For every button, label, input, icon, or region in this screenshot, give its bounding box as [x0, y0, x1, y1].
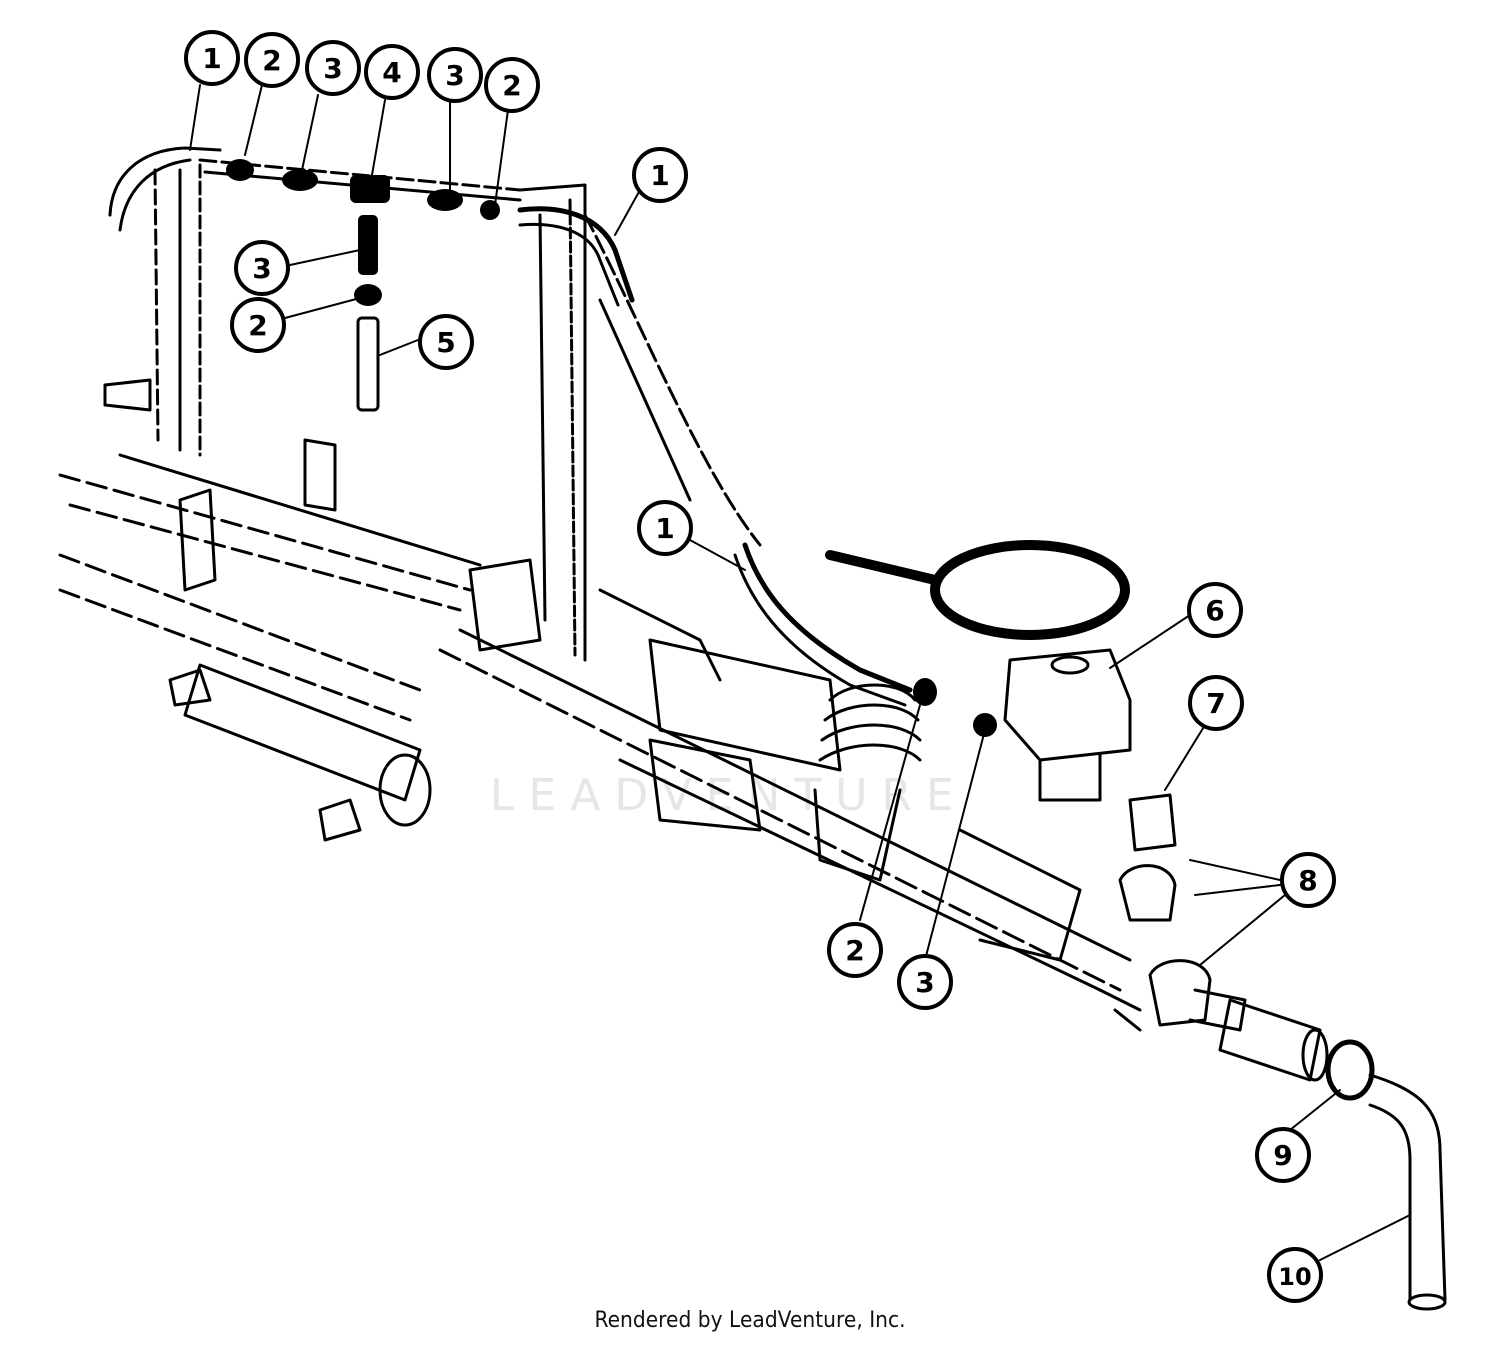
svg-text:8: 8 — [1298, 864, 1317, 897]
callouts: 1 2 3 4 3 2 1 3 — [184, 30, 1336, 1303]
callout-18[interactable]: 10 — [1267, 1247, 1323, 1303]
svg-text:2: 2 — [502, 69, 521, 102]
callout-2[interactable]: 2 — [244, 32, 300, 88]
svg-text:3: 3 — [915, 966, 934, 999]
render-credit: Rendered by LeadVenture, Inc. — [594, 1308, 906, 1333]
svg-text:6: 6 — [1205, 594, 1224, 627]
svg-text:7: 7 — [1206, 687, 1225, 720]
svg-text:1: 1 — [655, 512, 674, 545]
svg-text:2: 2 — [248, 309, 267, 342]
svg-text:3: 3 — [445, 59, 464, 92]
callout-13[interactable]: 7 — [1188, 675, 1244, 731]
callout-8[interactable]: 3 — [234, 240, 290, 296]
svg-text:2: 2 — [845, 934, 864, 967]
callout-12[interactable]: 6 — [1187, 582, 1243, 638]
svg-text:3: 3 — [323, 52, 342, 85]
callout-1[interactable]: 1 — [184, 30, 240, 86]
svg-text:5: 5 — [436, 326, 455, 359]
frame-drawing — [58, 84, 1447, 1311]
svg-text:9: 9 — [1273, 1139, 1292, 1172]
callout-17[interactable]: 9 — [1255, 1127, 1311, 1183]
svg-text:1: 1 — [202, 42, 221, 75]
callout-3[interactable]: 3 — [305, 40, 361, 96]
callout-11[interactable]: 1 — [637, 500, 693, 556]
svg-text:2: 2 — [262, 44, 281, 77]
callout-7[interactable]: 1 — [632, 147, 688, 203]
callout-10[interactable]: 5 — [418, 314, 474, 370]
watermark: LEADVENTURE — [490, 770, 968, 821]
callout-16[interactable]: 3 — [897, 954, 953, 1010]
callout-15[interactable]: 2 — [827, 922, 883, 978]
callout-5[interactable]: 3 — [427, 47, 483, 103]
callout-9[interactable]: 2 — [230, 297, 286, 353]
svg-text:1: 1 — [650, 159, 669, 192]
callout-4[interactable]: 4 — [364, 44, 420, 100]
manifold-fittings — [226, 159, 997, 737]
callout-6[interactable]: 2 — [484, 57, 540, 113]
callout-14[interactable]: 8 — [1280, 852, 1336, 908]
svg-text:4: 4 — [382, 56, 401, 89]
svg-text:3: 3 — [252, 252, 271, 285]
svg-text:10: 10 — [1278, 1263, 1311, 1291]
